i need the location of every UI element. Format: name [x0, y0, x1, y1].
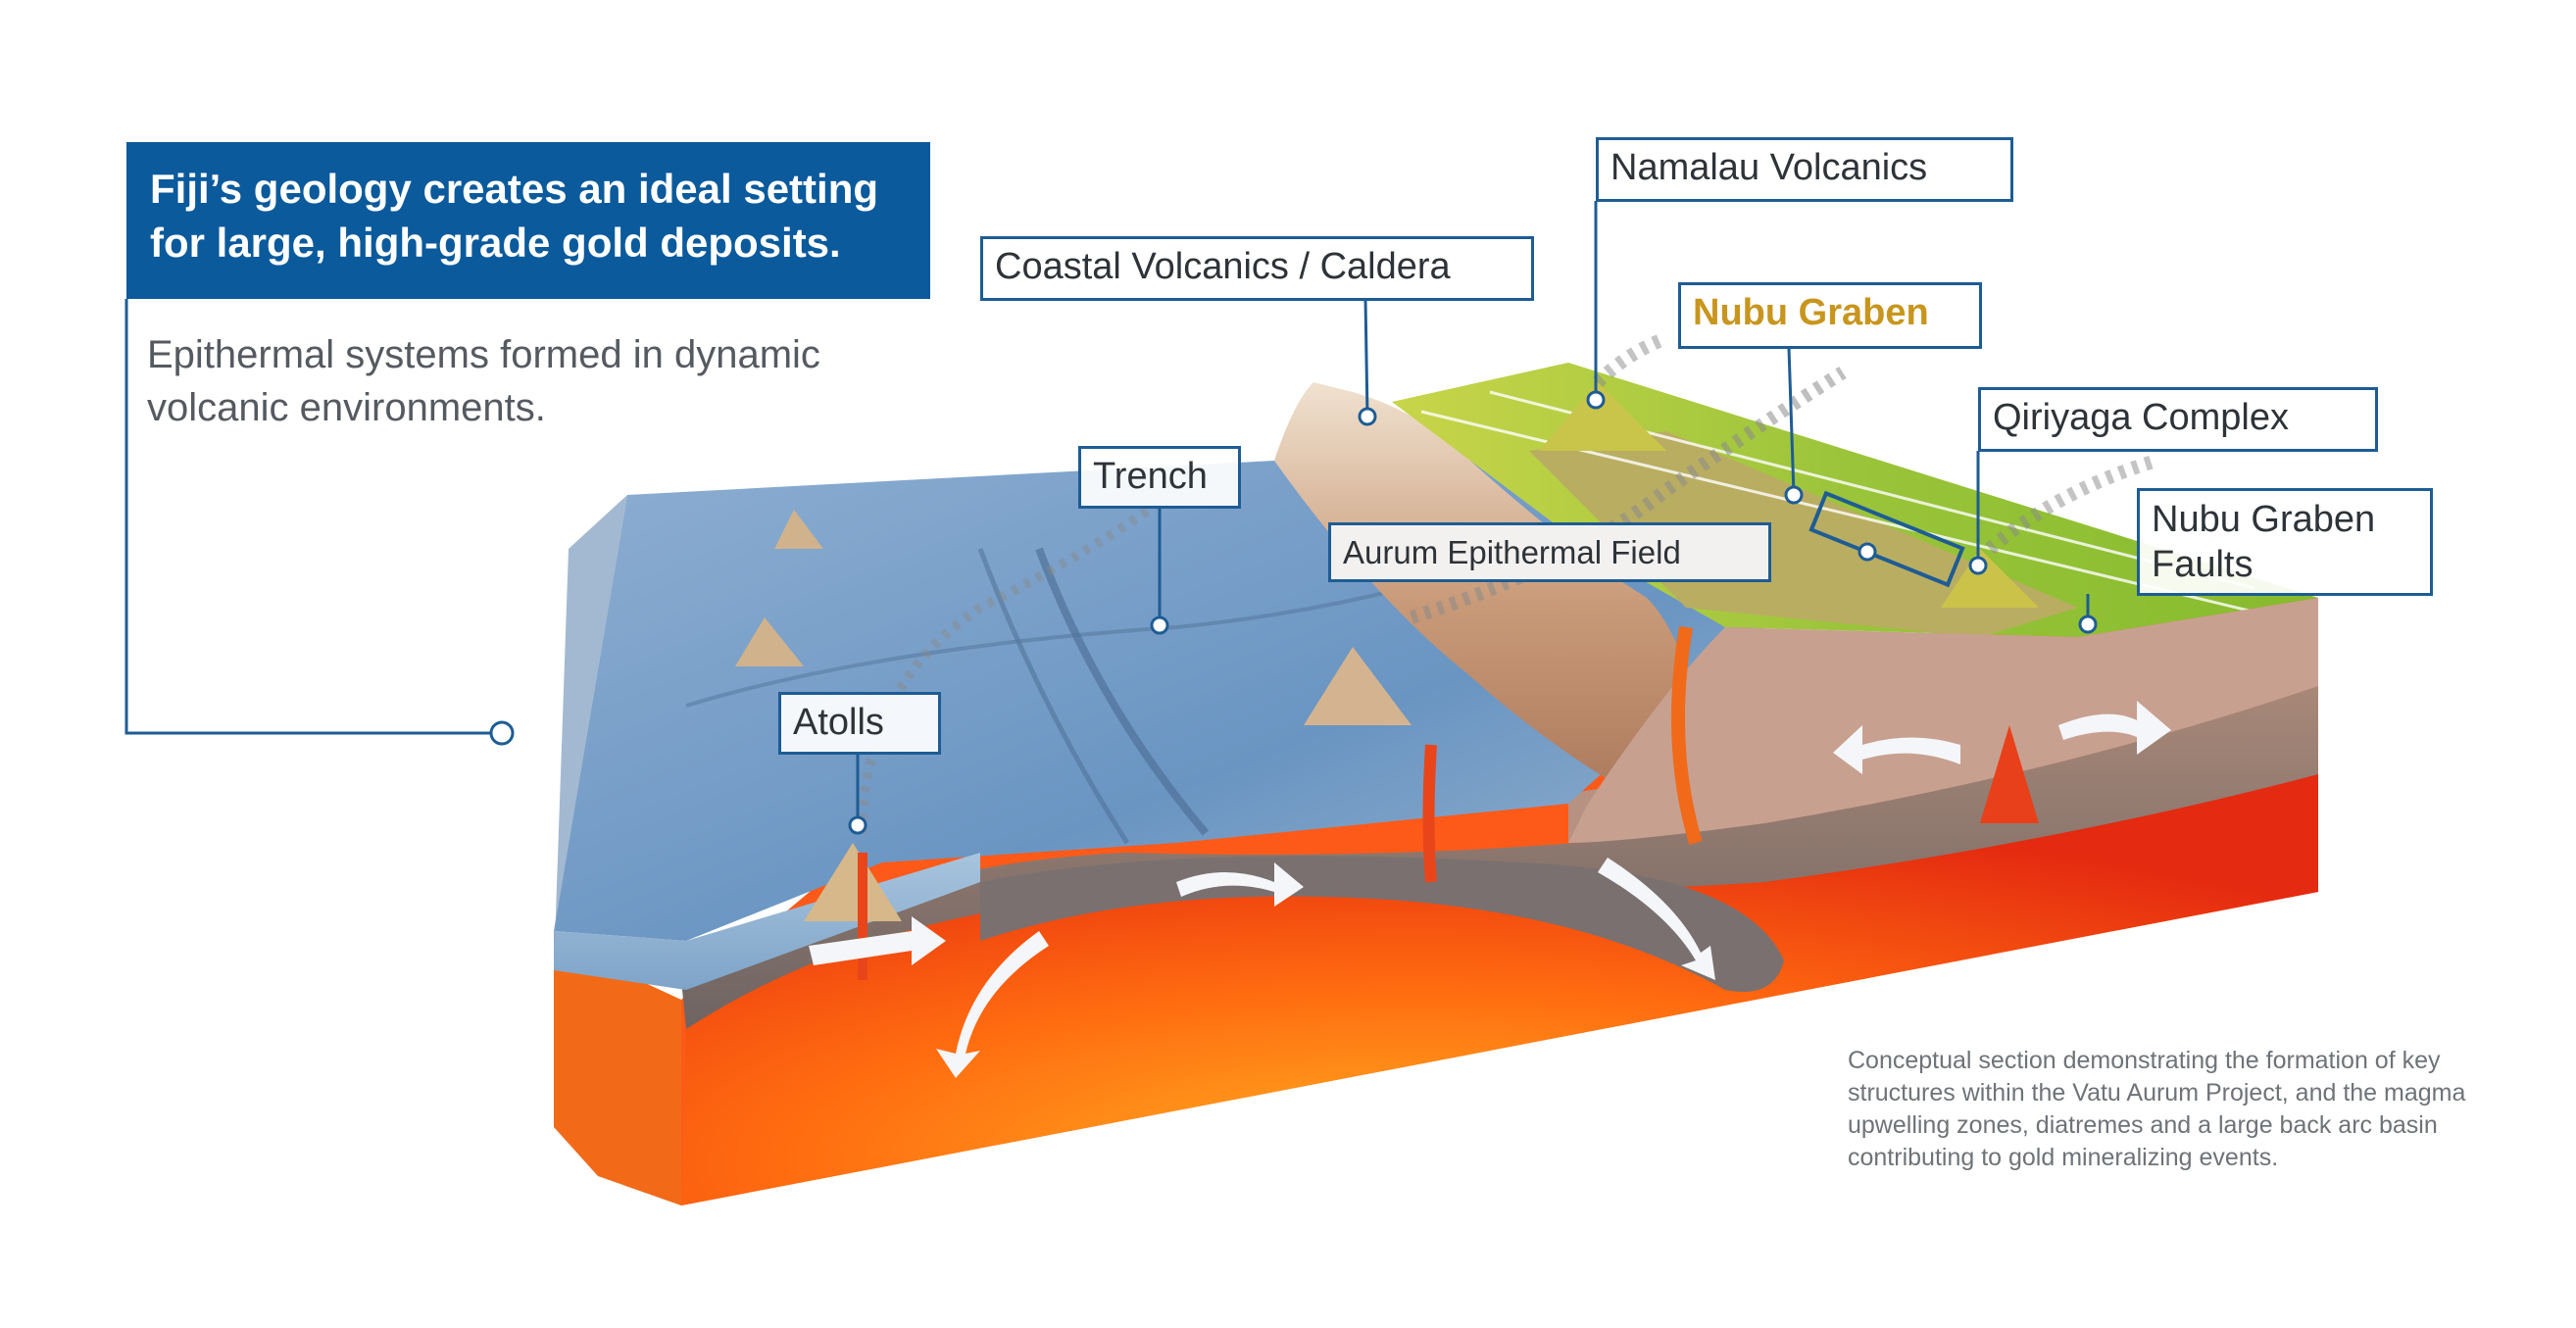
front-face-mantle	[554, 941, 681, 1205]
magma-dike-2	[1671, 625, 1703, 846]
trench-ridge	[1035, 547, 1210, 836]
coastal-dot	[1358, 407, 1377, 426]
qiriyaga-dot	[1968, 556, 1988, 575]
headline-leader-line	[124, 299, 502, 735]
smoke-plume-2	[1593, 331, 1669, 387]
plate-arrow-1	[809, 916, 946, 965]
land-front-face	[1568, 598, 2318, 843]
plate-arrow-3	[1176, 862, 1304, 907]
magma-chamber	[681, 764, 2318, 1205]
volcano-sea-3	[774, 510, 823, 549]
label-qiriyaga-complex: Qiriyaga Complex	[1978, 387, 2378, 452]
label-namalau-volcanics: Namalau Volcanics	[1596, 137, 2013, 202]
label-aurum-epithermal-field: Aurum Epithermal Field	[1328, 522, 1771, 582]
volcano-sea-2	[735, 617, 804, 666]
subtitle-text: Epithermal systems formed in dynamic vol…	[147, 333, 820, 429]
volcano-namalau	[1539, 382, 1666, 451]
namalau-dot	[1586, 390, 1606, 410]
label-nubu-graben: Nubu Graben	[1678, 282, 1982, 349]
crust-layer	[681, 686, 2318, 1029]
label-trench: Trench	[1078, 446, 1241, 509]
trench-dot	[1150, 615, 1169, 635]
diatreme	[1980, 725, 2039, 823]
label-atolls: Atolls	[778, 692, 941, 755]
plate-arrow-4	[1598, 858, 1715, 980]
coastal-leader	[1363, 298, 1369, 418]
plate-arrow-6	[2058, 701, 2171, 755]
atolls-dot	[848, 815, 867, 835]
headline-leader-dot	[489, 720, 515, 746]
smoke-plume-1	[1409, 367, 1847, 624]
plate-arrow-2	[936, 931, 1049, 1078]
volcano-atoll	[804, 843, 902, 921]
trench-ridge-2	[977, 548, 1130, 845]
coastal-mountains	[1274, 382, 1706, 823]
smoke-plume-3	[1985, 454, 2159, 555]
plate-arrow-5	[1833, 725, 1960, 774]
nubu-graben-dot	[1784, 485, 1804, 505]
diagram-caption: Conceptual section demonstrating the for…	[1848, 1047, 2466, 1171]
volcano-sea-1	[1304, 647, 1412, 725]
headline-box: Fiji’s geology creates an ideal setting …	[126, 142, 930, 299]
label-nubu-graben-faults: Nubu Graben Faults	[2137, 488, 2433, 596]
ocean-left-face	[554, 495, 627, 970]
volcano-qiriyaga	[1941, 549, 2039, 608]
label-coastal-volcanics: Coastal Volcanics / Caldera	[980, 236, 1534, 301]
nubu-graben-outline	[1808, 490, 1965, 588]
nubu-faults-dot	[2078, 615, 2098, 634]
magma-dike-1	[1422, 744, 1437, 883]
nubu-graben-leader	[1787, 347, 1796, 496]
aurum-dot	[1858, 542, 1877, 562]
